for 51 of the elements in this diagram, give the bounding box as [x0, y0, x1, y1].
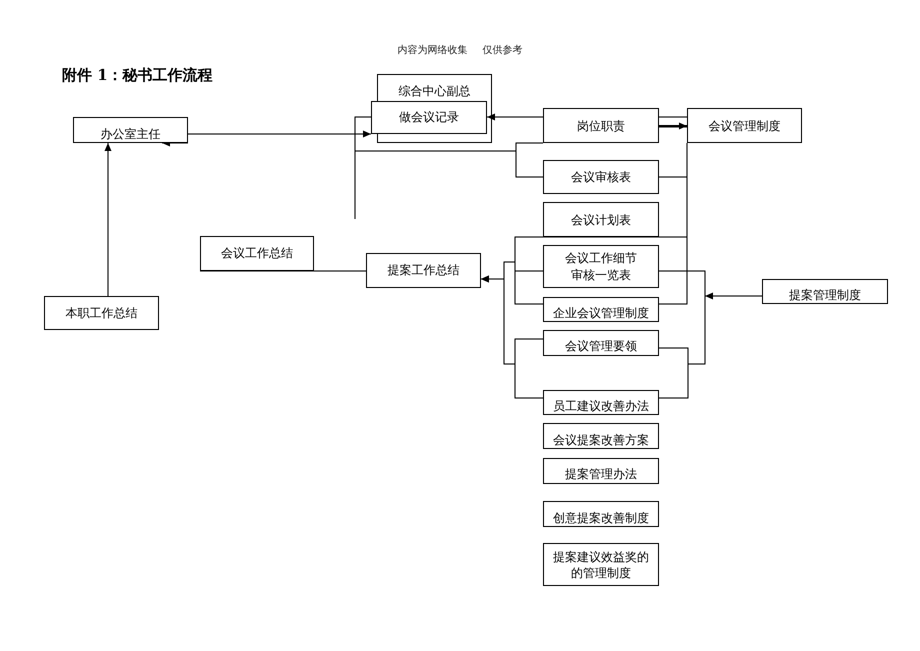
- process-box: [366, 253, 481, 288]
- process-box: [543, 108, 659, 143]
- step-label: 提案管理办法: [565, 467, 637, 482]
- process-box: [200, 236, 314, 271]
- step-label: 会议提案改善方案: [553, 433, 649, 448]
- step-label: 提案工作总结: [388, 263, 460, 278]
- process-box: [687, 108, 802, 143]
- arrow: [486, 114, 544, 120]
- process-box: [543, 423, 659, 449]
- step-label: 岗位职责: [577, 119, 625, 134]
- connector-line: [200, 270, 366, 272]
- process-box: [543, 458, 659, 484]
- step-label: 会议审核表: [571, 170, 631, 185]
- step-label: 会议管理要领: [565, 339, 637, 354]
- diagram-title: 附件 1：秘书工作流程: [62, 66, 213, 84]
- process-box: [543, 160, 659, 194]
- connector-line: [658, 116, 688, 118]
- connector-line: [354, 116, 372, 220]
- arrow: [659, 122, 687, 130]
- process-box: [73, 117, 188, 143]
- arrow: [704, 292, 762, 300]
- step-label: 综合中心副总: [398, 84, 470, 99]
- step-label: 员工建议改善办法: [553, 399, 649, 414]
- process-box: [762, 279, 888, 304]
- step-label: 做会议记录: [399, 110, 459, 125]
- process-box: [377, 74, 492, 143]
- connector-line: [658, 270, 706, 364]
- connector-line: [658, 142, 688, 304]
- step-label: 会议工作总结: [221, 246, 293, 261]
- step-label: 企业会议管理制度: [553, 306, 649, 321]
- process-box: [543, 501, 659, 527]
- process-box: [543, 390, 659, 415]
- process-box: [543, 330, 659, 356]
- step-label: 提案管理制度: [789, 288, 861, 303]
- process-box: [44, 296, 159, 330]
- step-label: 提案建议效益奖的的管理制度: [553, 549, 649, 581]
- arrow: [104, 142, 112, 296]
- process-box: [543, 245, 659, 288]
- connector-line: [658, 348, 688, 398]
- step-label: 办公室主任: [100, 127, 160, 142]
- process-box: [543, 297, 659, 322]
- step-label: 会议管理制度: [708, 119, 780, 134]
- step-label: 会议计划表: [571, 213, 631, 228]
- step-label: 会议工作细节审核一览表: [565, 250, 637, 284]
- process-box: [543, 202, 659, 237]
- step-label: 创意提案改善制度: [553, 511, 649, 526]
- step-label: 本职工作总结: [66, 306, 138, 321]
- process-box: [543, 543, 659, 586]
- header-note: 内容为网络收集 仅供参考: [397, 45, 523, 57]
- arrow: [480, 276, 544, 398]
- arrow: [188, 130, 372, 138]
